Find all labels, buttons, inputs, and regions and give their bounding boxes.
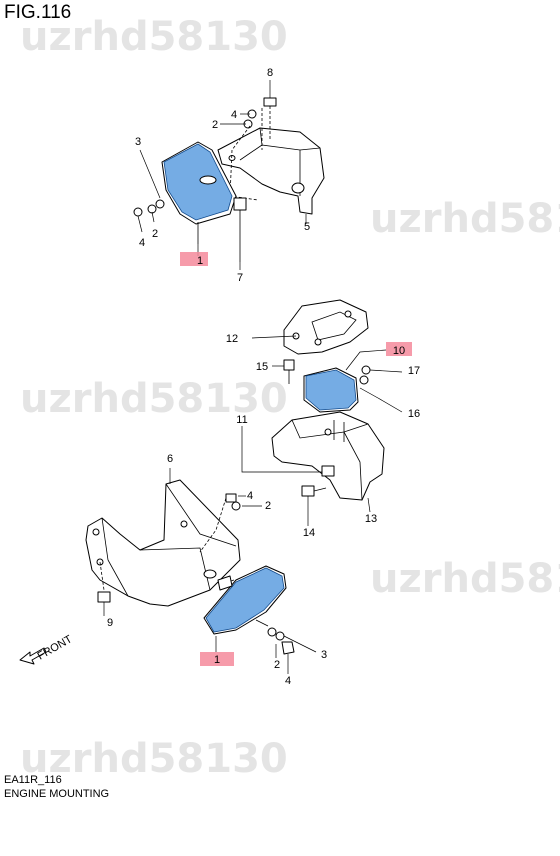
callout-9: 9 bbox=[107, 617, 113, 629]
bracket-13-side bbox=[343, 431, 363, 501]
mount-1-bottom-bolt bbox=[217, 575, 233, 591]
plate-12-inner bbox=[311, 311, 357, 341]
nut-4-bottom bbox=[281, 641, 295, 655]
callout-3-bottom: 3 bbox=[321, 649, 327, 661]
bracket-6 bbox=[85, 479, 241, 607]
bracket-13-hole bbox=[324, 428, 332, 436]
bracket-6-hole-a bbox=[92, 528, 100, 536]
callout-12: 12 bbox=[226, 333, 238, 345]
watermark-2: uzrhd58130 bbox=[370, 196, 560, 242]
callout-2-bottom-top: 2 bbox=[265, 500, 271, 512]
washer-2-bottom-top bbox=[231, 501, 241, 511]
label-1-top-highlight bbox=[180, 252, 208, 266]
watermark-5: uzrhd58130 bbox=[20, 736, 288, 782]
bracket-13-top bbox=[291, 419, 369, 439]
watermark-4: uzrhd58130 bbox=[370, 556, 560, 602]
callout-2-bottom: 2 bbox=[274, 659, 280, 671]
callout-15: 15 bbox=[256, 361, 268, 373]
bracket-6-hole bbox=[203, 569, 217, 579]
plate-12 bbox=[283, 299, 369, 355]
watermark-3: uzrhd58130 bbox=[20, 376, 288, 422]
bolt-11 bbox=[321, 465, 335, 477]
callout-13: 13 bbox=[365, 513, 377, 525]
callout-5: 5 bbox=[304, 221, 310, 233]
bolt-8 bbox=[263, 97, 277, 107]
bracket-6-axis bbox=[99, 497, 227, 591]
callout-17: 17 bbox=[408, 365, 420, 377]
callout-14: 14 bbox=[303, 527, 315, 539]
callout-16: 16 bbox=[408, 408, 420, 420]
nut-3-left bbox=[155, 199, 165, 209]
callout-10: 10 bbox=[393, 345, 405, 357]
bracket-6-hole-c bbox=[180, 520, 188, 528]
nut-4-left bbox=[133, 207, 143, 217]
callout-3-top: 3 bbox=[135, 136, 141, 148]
middle-mount-group: 12 10 15 17 16 11 13 14 bbox=[226, 299, 420, 539]
callout-2-left: 2 bbox=[152, 228, 158, 240]
callout-4-bottom-top: 4 bbox=[247, 490, 253, 502]
bolt-7 bbox=[233, 197, 247, 211]
bolt-8-axis bbox=[261, 106, 271, 150]
front-arrow bbox=[19, 647, 47, 665]
watermark-1: uzrhd58130 bbox=[20, 14, 288, 60]
callout-8: 8 bbox=[267, 67, 273, 79]
plate-12-hole-2 bbox=[314, 338, 322, 346]
bolt-9 bbox=[97, 591, 111, 603]
bottom-mount-group: 6 4 2 9 1 2 3 4 FRONT bbox=[19, 453, 327, 687]
bolt-15 bbox=[283, 359, 295, 371]
figure-name: ENGINE MOUNTING bbox=[4, 788, 110, 800]
callout-4-left: 4 bbox=[139, 237, 145, 249]
nut-3-bottom bbox=[275, 631, 285, 641]
washer-17 bbox=[359, 375, 369, 385]
nut-17 bbox=[361, 365, 371, 375]
bolt-4-bottom-top bbox=[225, 493, 237, 503]
callout-4-top: 4 bbox=[231, 109, 237, 121]
callout-6: 6 bbox=[167, 453, 173, 465]
bracket-5-hole bbox=[291, 182, 305, 194]
callout-7: 7 bbox=[237, 272, 243, 284]
callout-1-top: 1 bbox=[197, 255, 203, 267]
stud-a bbox=[333, 420, 345, 442]
front-label: FRONT bbox=[36, 633, 75, 662]
mount-16-highlight bbox=[305, 369, 357, 411]
plate-12-hole-3 bbox=[344, 310, 352, 318]
mount-1-top-slot bbox=[199, 175, 217, 185]
figure-code: EA11R_116 bbox=[4, 774, 62, 786]
callout-11: 11 bbox=[236, 414, 247, 426]
bracket-5-edge bbox=[259, 127, 321, 151]
bracket-6-flange bbox=[101, 517, 129, 597]
bracket-13 bbox=[271, 411, 385, 501]
callout-2-top: 2 bbox=[212, 119, 218, 131]
mount-1-bottom-highlight bbox=[205, 567, 285, 633]
bolt-14 bbox=[301, 485, 315, 497]
washer-2-left bbox=[147, 204, 157, 214]
figure-title: FIG.116 bbox=[4, 2, 72, 23]
bolt-14-shaft bbox=[313, 487, 327, 492]
top-mount-group: 8 4 2 3 2 4 1 7 5 bbox=[133, 67, 325, 284]
label-1-bottom-highlight bbox=[200, 652, 234, 666]
callout-1-bottom: 1 bbox=[214, 654, 220, 666]
label-10-highlight bbox=[386, 342, 412, 356]
callout-4-bottom: 4 bbox=[285, 675, 291, 687]
mount-1-top-highlight bbox=[163, 143, 233, 221]
washer-2-bottom bbox=[267, 627, 277, 637]
